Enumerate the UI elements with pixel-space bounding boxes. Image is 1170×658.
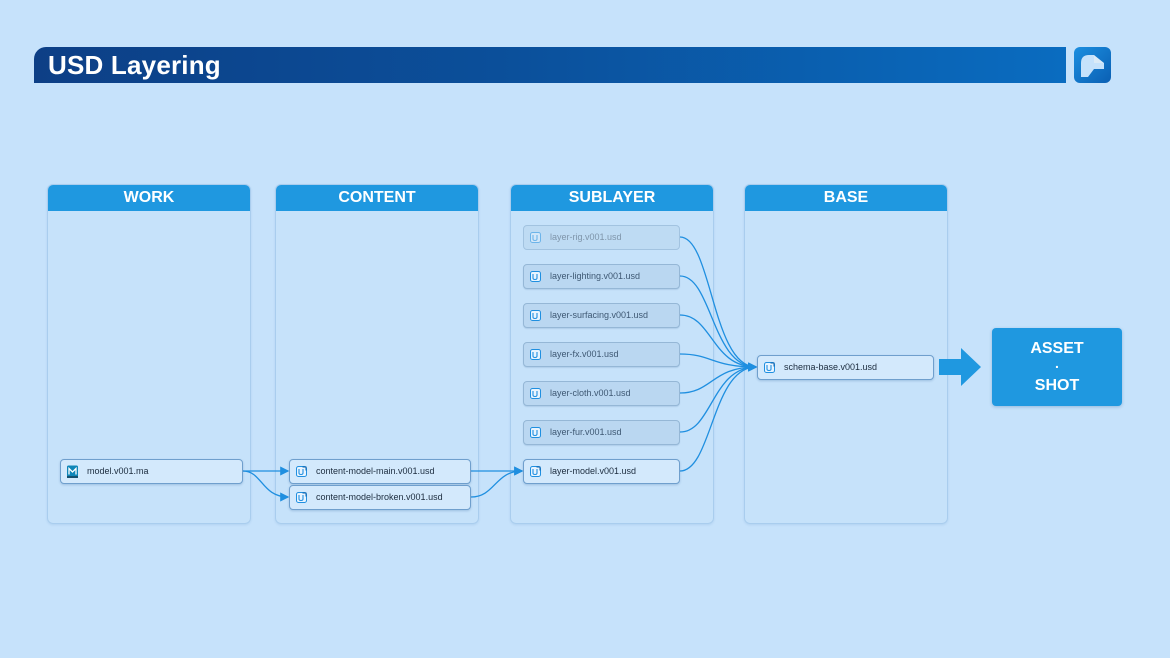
usd-icon [530,388,541,399]
node-label: content-model-broken.v001.usd [316,492,443,502]
node-label: layer-model.v001.usd [550,466,637,476]
node-label: model.v001.ma [87,466,149,476]
wire-cloth-to-base [679,362,758,394]
usd-icon [530,349,541,360]
usd-icon [530,232,541,243]
column-header-sublayer: SUBLAYER [511,185,713,211]
node-layer-fur[interactable]: layer-fur.v001.usd [523,420,680,445]
output-line-shot: SHOT [1034,377,1080,394]
node-layer-lighting[interactable]: layer-lighting.v001.usd [523,264,680,289]
usd-icon [296,492,307,503]
output-asset-shot: ASSET . SHOT [992,328,1122,406]
usd-icon [530,466,541,477]
wire-surfacing-to-base [679,314,758,372]
node-label: content-model-main.v001.usd [316,466,435,476]
node-content-model-broken[interactable]: content-model-broken.v001.usd [289,485,471,510]
node-schema-base[interactable]: schema-base.v001.usd [757,355,934,380]
column-header-work: WORK [48,185,250,211]
column-header-content: CONTENT [276,185,478,211]
node-label: layer-lighting.v001.usd [550,271,641,281]
node-model-ma[interactable]: model.v001.ma [60,459,243,484]
column-header-base: BASE [745,185,947,211]
node-label: layer-fur.v001.usd [550,427,622,437]
wire-fur-to-base [679,362,758,433]
wire-content-broken-to-layer-model [470,466,524,498]
usd-icon [764,362,775,373]
output-line-asset: ASSET [1030,340,1084,357]
maya-icon [67,465,78,478]
node-layer-surfacing[interactable]: layer-surfacing.v001.usd [523,303,680,328]
wire-lighting-to-base [679,275,758,372]
usd-icon [530,271,541,282]
node-label: layer-fx.v001.usd [550,349,619,359]
wire-work-to-content-broken [242,470,290,502]
node-layer-model[interactable]: layer-model.v001.usd [523,459,680,484]
node-layer-rig[interactable]: layer-rig.v001.usd [523,225,680,250]
node-layer-cloth[interactable]: layer-cloth.v001.usd [523,381,680,406]
usd-icon [296,466,307,477]
output-line-dot: . [1055,355,1059,371]
wire-model-to-base [679,362,758,472]
wire-rig-to-base [679,236,758,372]
page-title: USD Layering [48,50,221,80]
node-label: layer-surfacing.v001.usd [550,310,649,320]
column-base: BASE [744,184,948,524]
wire-fx-to-base [679,353,758,372]
node-layer-fx[interactable]: layer-fx.v001.usd [523,342,680,367]
title-bar: USD Layering [34,47,1066,83]
node-content-model-main[interactable]: content-model-main.v001.usd [289,459,471,484]
node-label: schema-base.v001.usd [784,362,878,372]
usd-icon [530,310,541,321]
arrow-right-icon [939,348,981,386]
node-label: layer-cloth.v001.usd [550,388,631,398]
node-label: layer-rig.v001.usd [550,232,622,242]
usd-icon [530,427,541,438]
studio-logo-icon [1074,47,1111,83]
